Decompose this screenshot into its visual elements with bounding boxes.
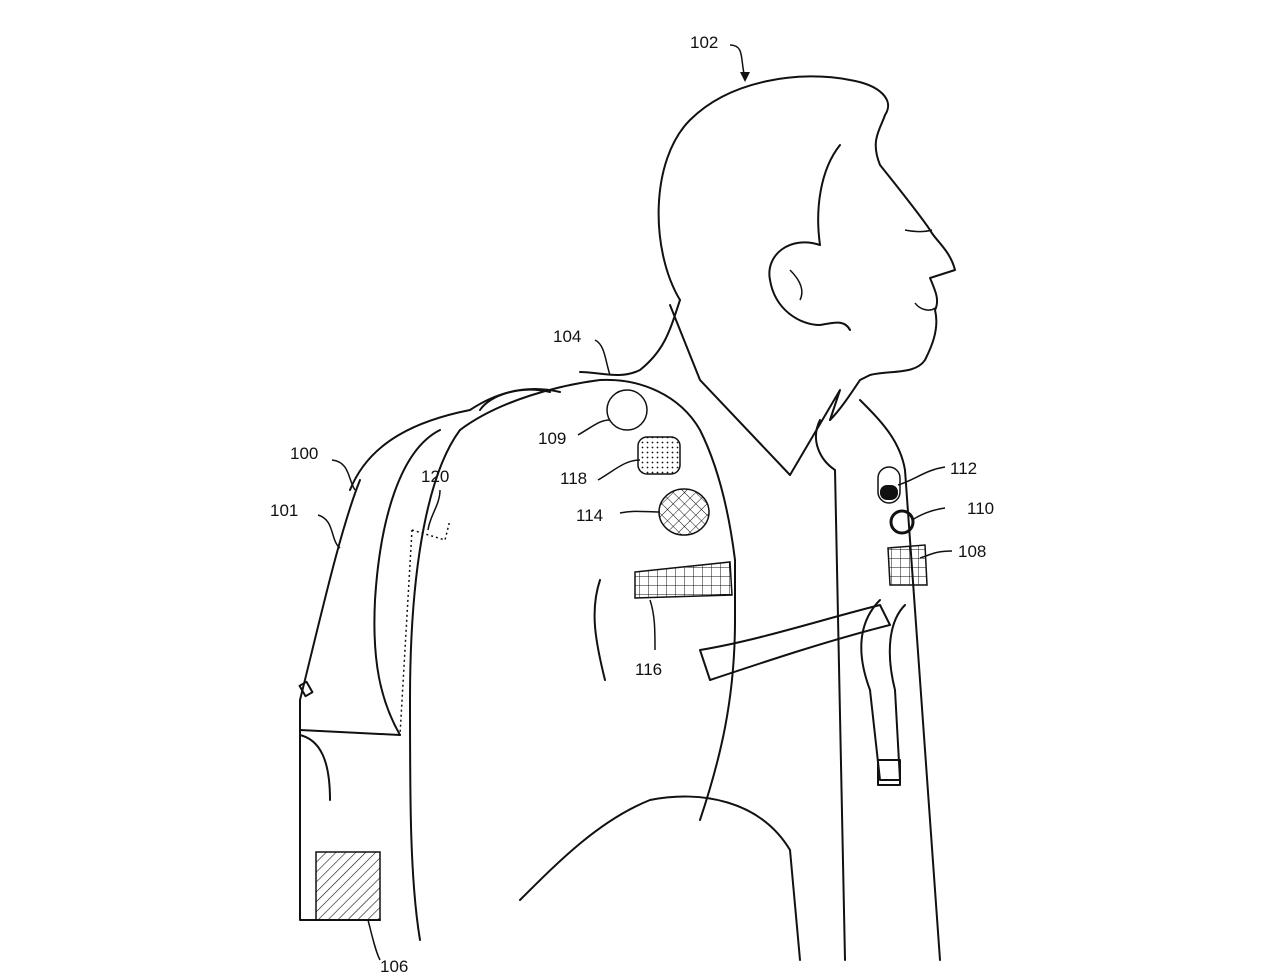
- shoulder-strap-104: [409, 378, 801, 961]
- sensor-116: [634, 561, 733, 599]
- label-112: 112: [950, 459, 977, 478]
- label-109: 109: [538, 429, 566, 448]
- button-112-fill: [880, 485, 898, 500]
- label-102: 102: [690, 33, 718, 52]
- backpack-100: [298, 388, 561, 921]
- sensor-109: [606, 389, 648, 431]
- label-120: 120: [421, 467, 449, 486]
- sensor-114: [658, 488, 710, 536]
- label-110: 110: [967, 499, 994, 518]
- label-116: 116: [635, 660, 662, 679]
- label-118: 118: [560, 469, 587, 488]
- patch-106: [315, 851, 381, 921]
- label-101: 101: [270, 501, 298, 520]
- label-108: 108: [958, 542, 986, 561]
- leader-lines: [317, 44, 953, 961]
- button-110: [889, 509, 915, 535]
- label-114: 114: [576, 506, 603, 525]
- person-head: [657, 75, 956, 421]
- label-106: 106: [380, 957, 408, 976]
- label-104: 104: [553, 327, 581, 346]
- sensor-118: [637, 436, 681, 475]
- patch-108: [887, 544, 928, 586]
- label-100: 100: [290, 444, 318, 463]
- person-torso: [579, 299, 941, 961]
